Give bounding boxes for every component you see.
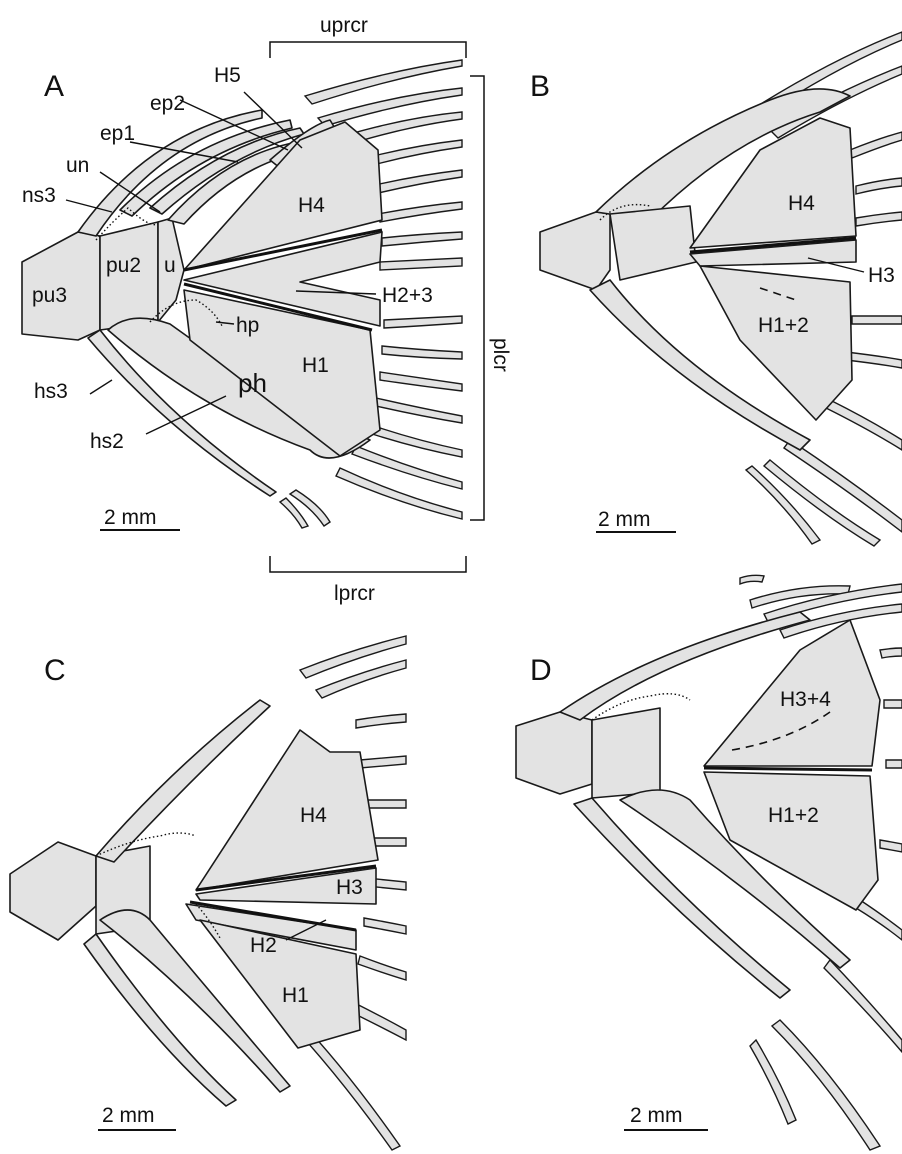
ns3-label: ns3 bbox=[22, 184, 56, 207]
hp-label: hp bbox=[236, 314, 259, 337]
panel-b: B H4 H3 H1+2 2 mm bbox=[530, 32, 902, 546]
c-h2-label: H2 bbox=[250, 934, 277, 957]
d-pu3-centrum bbox=[516, 712, 592, 794]
b-h4-label: H4 bbox=[788, 192, 815, 215]
c-pu3-centrum bbox=[10, 842, 96, 940]
panel-b-letter: B bbox=[530, 70, 550, 103]
hs3-label: hs3 bbox=[34, 380, 68, 403]
panel-c-scale-label: 2 mm bbox=[102, 1104, 155, 1127]
panel-a-scale-label: 2 mm bbox=[104, 506, 157, 529]
lprcr-label: lprcr bbox=[334, 582, 375, 605]
d-pu2-centrum bbox=[592, 708, 660, 798]
u-label: u bbox=[164, 254, 176, 277]
panel-d-scale-label: 2 mm bbox=[630, 1104, 683, 1127]
panel-a-letter: A bbox=[44, 70, 64, 103]
d-h1-2-label: H1+2 bbox=[768, 804, 819, 827]
uprcr-label: uprcr bbox=[320, 14, 368, 37]
panel-c: C H4 H3 H2 H1 2 mm bbox=[10, 636, 406, 1150]
un-label: un bbox=[66, 154, 89, 177]
h1-label: H1 bbox=[302, 354, 329, 377]
c-h3-label: H3 bbox=[336, 876, 363, 899]
b-h3-label: H3 bbox=[868, 264, 895, 287]
panel-d-letter: D bbox=[530, 654, 552, 687]
ep1-label: ep1 bbox=[100, 122, 135, 145]
hs2-label: hs2 bbox=[90, 430, 124, 453]
panel-a: A uprcr H5 ep2 ep1 un ns3 H4 pu2 u pu3 H… bbox=[22, 14, 512, 605]
panel-d: D H3+4 H1+2 2 mm bbox=[516, 575, 902, 1150]
b-pu3-centrum bbox=[540, 212, 610, 290]
ph-label: ph bbox=[238, 368, 267, 398]
plcr-label: plcr bbox=[489, 338, 512, 372]
b-h1-2-label: H1+2 bbox=[758, 314, 809, 337]
h2-3-label: H2+3 bbox=[382, 284, 433, 307]
c-h4-plate bbox=[196, 730, 378, 890]
c-h4-label: H4 bbox=[300, 804, 327, 827]
pu2-label: pu2 bbox=[106, 254, 141, 277]
d-h1-2-plate bbox=[704, 772, 878, 910]
c-h1-label: H1 bbox=[282, 984, 309, 1007]
h5-label: H5 bbox=[214, 64, 241, 87]
h4-label: H4 bbox=[298, 194, 325, 217]
ep2-label: ep2 bbox=[150, 92, 185, 115]
d-h3-4-label: H3+4 bbox=[780, 688, 831, 711]
panel-c-letter: C bbox=[44, 654, 66, 687]
pu3-label: pu3 bbox=[32, 284, 67, 307]
b-pu2-centrum bbox=[610, 206, 696, 280]
panel-b-scale-label: 2 mm bbox=[598, 508, 651, 531]
